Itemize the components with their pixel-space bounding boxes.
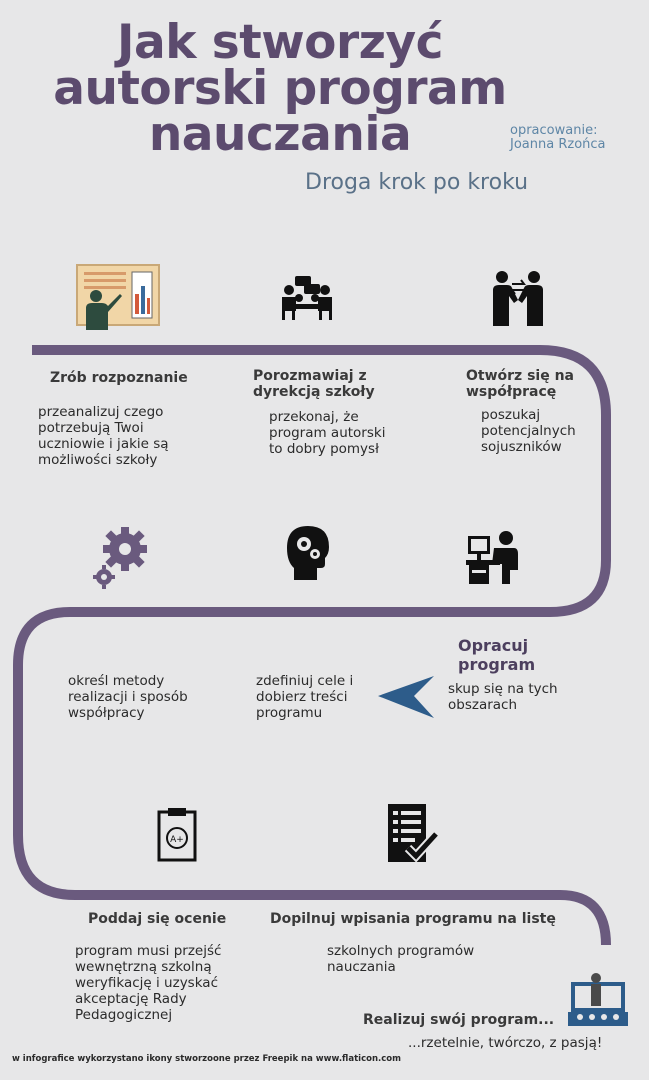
text-line: możliwości szkoły <box>38 452 158 468</box>
office-worker-icon <box>466 531 518 584</box>
step-recon-text: przeanalizuj czego potrzebują Twoi uczni… <box>38 404 169 468</box>
footer-attribution: w infografice wykorzystano ikony stworzo… <box>12 1054 401 1064</box>
checklist-icon <box>388 804 440 863</box>
presentation-icon <box>76 264 160 330</box>
title-line: Porozmawiaj z <box>253 368 367 384</box>
step-implement-text: ...rzetelnie, twórczo, z pasją! <box>408 1035 603 1051</box>
step-talk-text: przekonaj, że program autorski to dobry … <box>269 409 385 457</box>
title-line-3: nauczania <box>148 107 412 162</box>
text-line: szkolnych programów <box>327 943 475 959</box>
arrow-left-icon <box>378 676 434 718</box>
step-develop-title: Opracuj program <box>458 636 535 674</box>
gears-icon <box>93 527 147 589</box>
svg-text:A+: A+ <box>170 835 184 845</box>
credit-label: opracowanie: <box>510 123 598 138</box>
step-implement-title: Realizuj swój program... <box>363 1012 555 1028</box>
meeting-icon <box>282 276 332 320</box>
text-line: zdefiniuj cele i <box>256 673 354 689</box>
text-line: określ metody <box>68 673 165 689</box>
credit-author: Joanna Rzońca <box>510 137 606 152</box>
text-line: współpracy <box>68 705 145 721</box>
step-methods-text: określ metody realizacji i sposób współp… <box>68 673 188 721</box>
title-line-1: Jak stworzyć <box>116 15 444 70</box>
text-line: programu <box>256 705 323 721</box>
step-list-text: szkolnych programów nauczania <box>327 943 474 975</box>
text-line: sojuszników <box>481 439 562 455</box>
step-open-text: poszukaj potencjalnych sojuszników <box>481 407 576 455</box>
author-credit: opracowanie: Joanna Rzońca <box>510 124 606 152</box>
title-line: program <box>458 655 536 674</box>
text-line: weryfikację i uzyskać <box>75 975 218 991</box>
text-line: wewnętrzną szkolną <box>75 959 212 975</box>
text-line: dobierz treści <box>256 689 348 705</box>
step-evaluate-title: Poddaj się ocenie <box>88 911 227 927</box>
step-open-title: Otwórz się na współpracę <box>466 368 574 400</box>
text-line: skup się na tych <box>448 681 558 697</box>
text-line: program musi przejść <box>75 943 222 959</box>
text-line: uczniowie i jakie są <box>38 436 169 452</box>
title-line-2: autorski program <box>53 61 507 116</box>
step-evaluate-text: program musi przejść wewnętrzną szkolną … <box>75 943 221 1023</box>
title-line: współpracę <box>466 384 557 400</box>
title-line: Otwórz się na <box>466 368 574 384</box>
text-line: potencjalnych <box>481 423 576 439</box>
title-line: Opracuj <box>458 636 529 655</box>
teacher-icon <box>568 973 628 1026</box>
text-line: obszarach <box>448 697 518 713</box>
text-line: program autorski <box>269 425 386 441</box>
step-list-title: Dopilnuj wpisania programu na listę <box>270 911 556 927</box>
text-line: Pedagogicznej <box>75 1007 173 1023</box>
step-recon-title: Zrób rozpoznanie <box>50 370 188 386</box>
step-develop-text: skup się na tych obszarach <box>448 681 558 713</box>
text-line: poszukaj <box>481 407 541 423</box>
text-line: nauczania <box>327 959 396 975</box>
head-gears-icon <box>287 526 329 580</box>
text-line: przeanalizuj czego <box>38 404 164 420</box>
text-line: potrzebują Twoi <box>38 420 144 436</box>
text-line: realizacji i sposób <box>68 689 188 705</box>
text-line: to dobry pomysł <box>269 441 379 457</box>
step-goals-text: zdefiniuj cele i dobierz treści programu <box>256 673 353 721</box>
title-line: dyrekcją szkoły <box>253 384 375 400</box>
step-talk-title: Porozmawiaj z dyrekcją szkoły <box>253 368 375 400</box>
text-line: przekonaj, że <box>269 409 359 425</box>
page-title: Jak stworzyć autorski program nauczania <box>40 15 520 162</box>
grade-clipboard-icon: A+ <box>157 808 197 862</box>
text-line: akceptację Rady <box>75 991 187 1007</box>
subtitle: Droga krok po kroku <box>305 170 529 195</box>
cooperation-icon <box>493 271 543 326</box>
